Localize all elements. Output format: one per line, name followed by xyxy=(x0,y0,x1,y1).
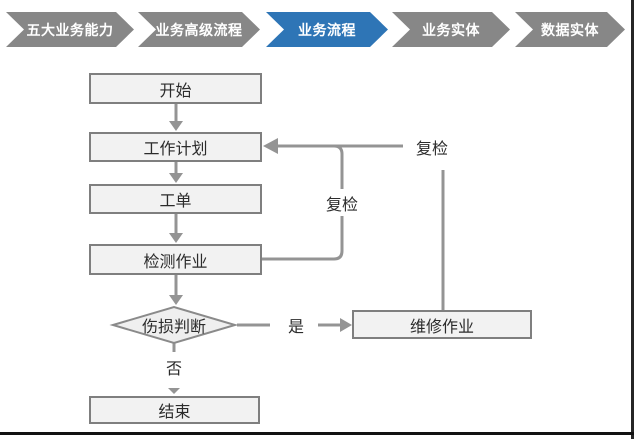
edge-label-text: 否 xyxy=(165,361,182,378)
arrowhead-yes-into-repair xyxy=(340,318,352,332)
edge-label-no: 否 xyxy=(159,357,189,378)
breadcrumb-step-business-entity[interactable]: 业务实体 xyxy=(392,12,510,47)
breadcrumb-step-label: 业务高级流程 xyxy=(155,21,243,38)
breadcrumb-step-label: 数据实体 xyxy=(541,21,599,38)
edge-label-recheck-loop: 复检 xyxy=(314,192,370,214)
flow-node-work-plan: 工作计划 xyxy=(89,132,262,162)
edge-label-yes: 是 xyxy=(281,315,311,336)
breadcrumb-step-business-process-active[interactable]: 业务流程 xyxy=(266,12,388,47)
decision-diamond-shape xyxy=(109,305,239,345)
flow-node-label: 开始 xyxy=(159,82,192,100)
flow-node-label: 工作计划 xyxy=(143,141,208,158)
breadcrumb-step-data-entity[interactable]: 数据实体 xyxy=(515,12,625,47)
arrowhead-recheck-into-workplan xyxy=(263,138,278,154)
flow-node-label: 工单 xyxy=(159,193,192,210)
flow-node-label: 伤损判断 xyxy=(141,319,206,336)
page-bottom-border xyxy=(0,432,634,435)
arrowhead-to-inspection xyxy=(169,233,183,243)
edge-recheck-loop-top xyxy=(333,144,344,189)
arrowhead-to-decision xyxy=(169,295,183,305)
flow-node-label: 维修作业 xyxy=(409,318,474,336)
flow-node-inspection: 检测作业 xyxy=(89,244,262,275)
edge-label-text: 是 xyxy=(287,319,304,336)
edge-label-recheck-repair: 复检 xyxy=(404,136,460,158)
breadcrumb-step-label: 业务实体 xyxy=(422,21,480,38)
flow-node-start: 开始 xyxy=(89,73,262,104)
flow-node-repair: 维修作业 xyxy=(352,310,532,339)
flow-node-label: 检测作业 xyxy=(143,253,208,271)
page-right-border xyxy=(631,0,634,439)
arrowhead-no-into-end xyxy=(168,388,180,394)
flow-node-work-order: 工单 xyxy=(89,184,262,214)
breadcrumb-step-label: 业务流程 xyxy=(298,21,356,38)
flow-node-damage-decision: 伤损判断 xyxy=(114,315,234,336)
flow-node-end: 结束 xyxy=(89,396,260,424)
edge-label-text: 复检 xyxy=(325,196,358,214)
flow-node-label: 结束 xyxy=(158,404,191,421)
arrowhead-to-workplan-top xyxy=(169,121,183,131)
breadcrumb-step-label: 五大业务能力 xyxy=(26,21,114,38)
edge-label-text: 复检 xyxy=(415,140,448,158)
arrowhead-to-workorder xyxy=(169,173,183,183)
breadcrumb-step-five-capabilities[interactable]: 五大业务能力 xyxy=(6,12,134,47)
breadcrumb-step-advanced-process[interactable]: 业务高级流程 xyxy=(138,12,260,47)
edge-recheck-loop-bottom xyxy=(262,216,344,261)
